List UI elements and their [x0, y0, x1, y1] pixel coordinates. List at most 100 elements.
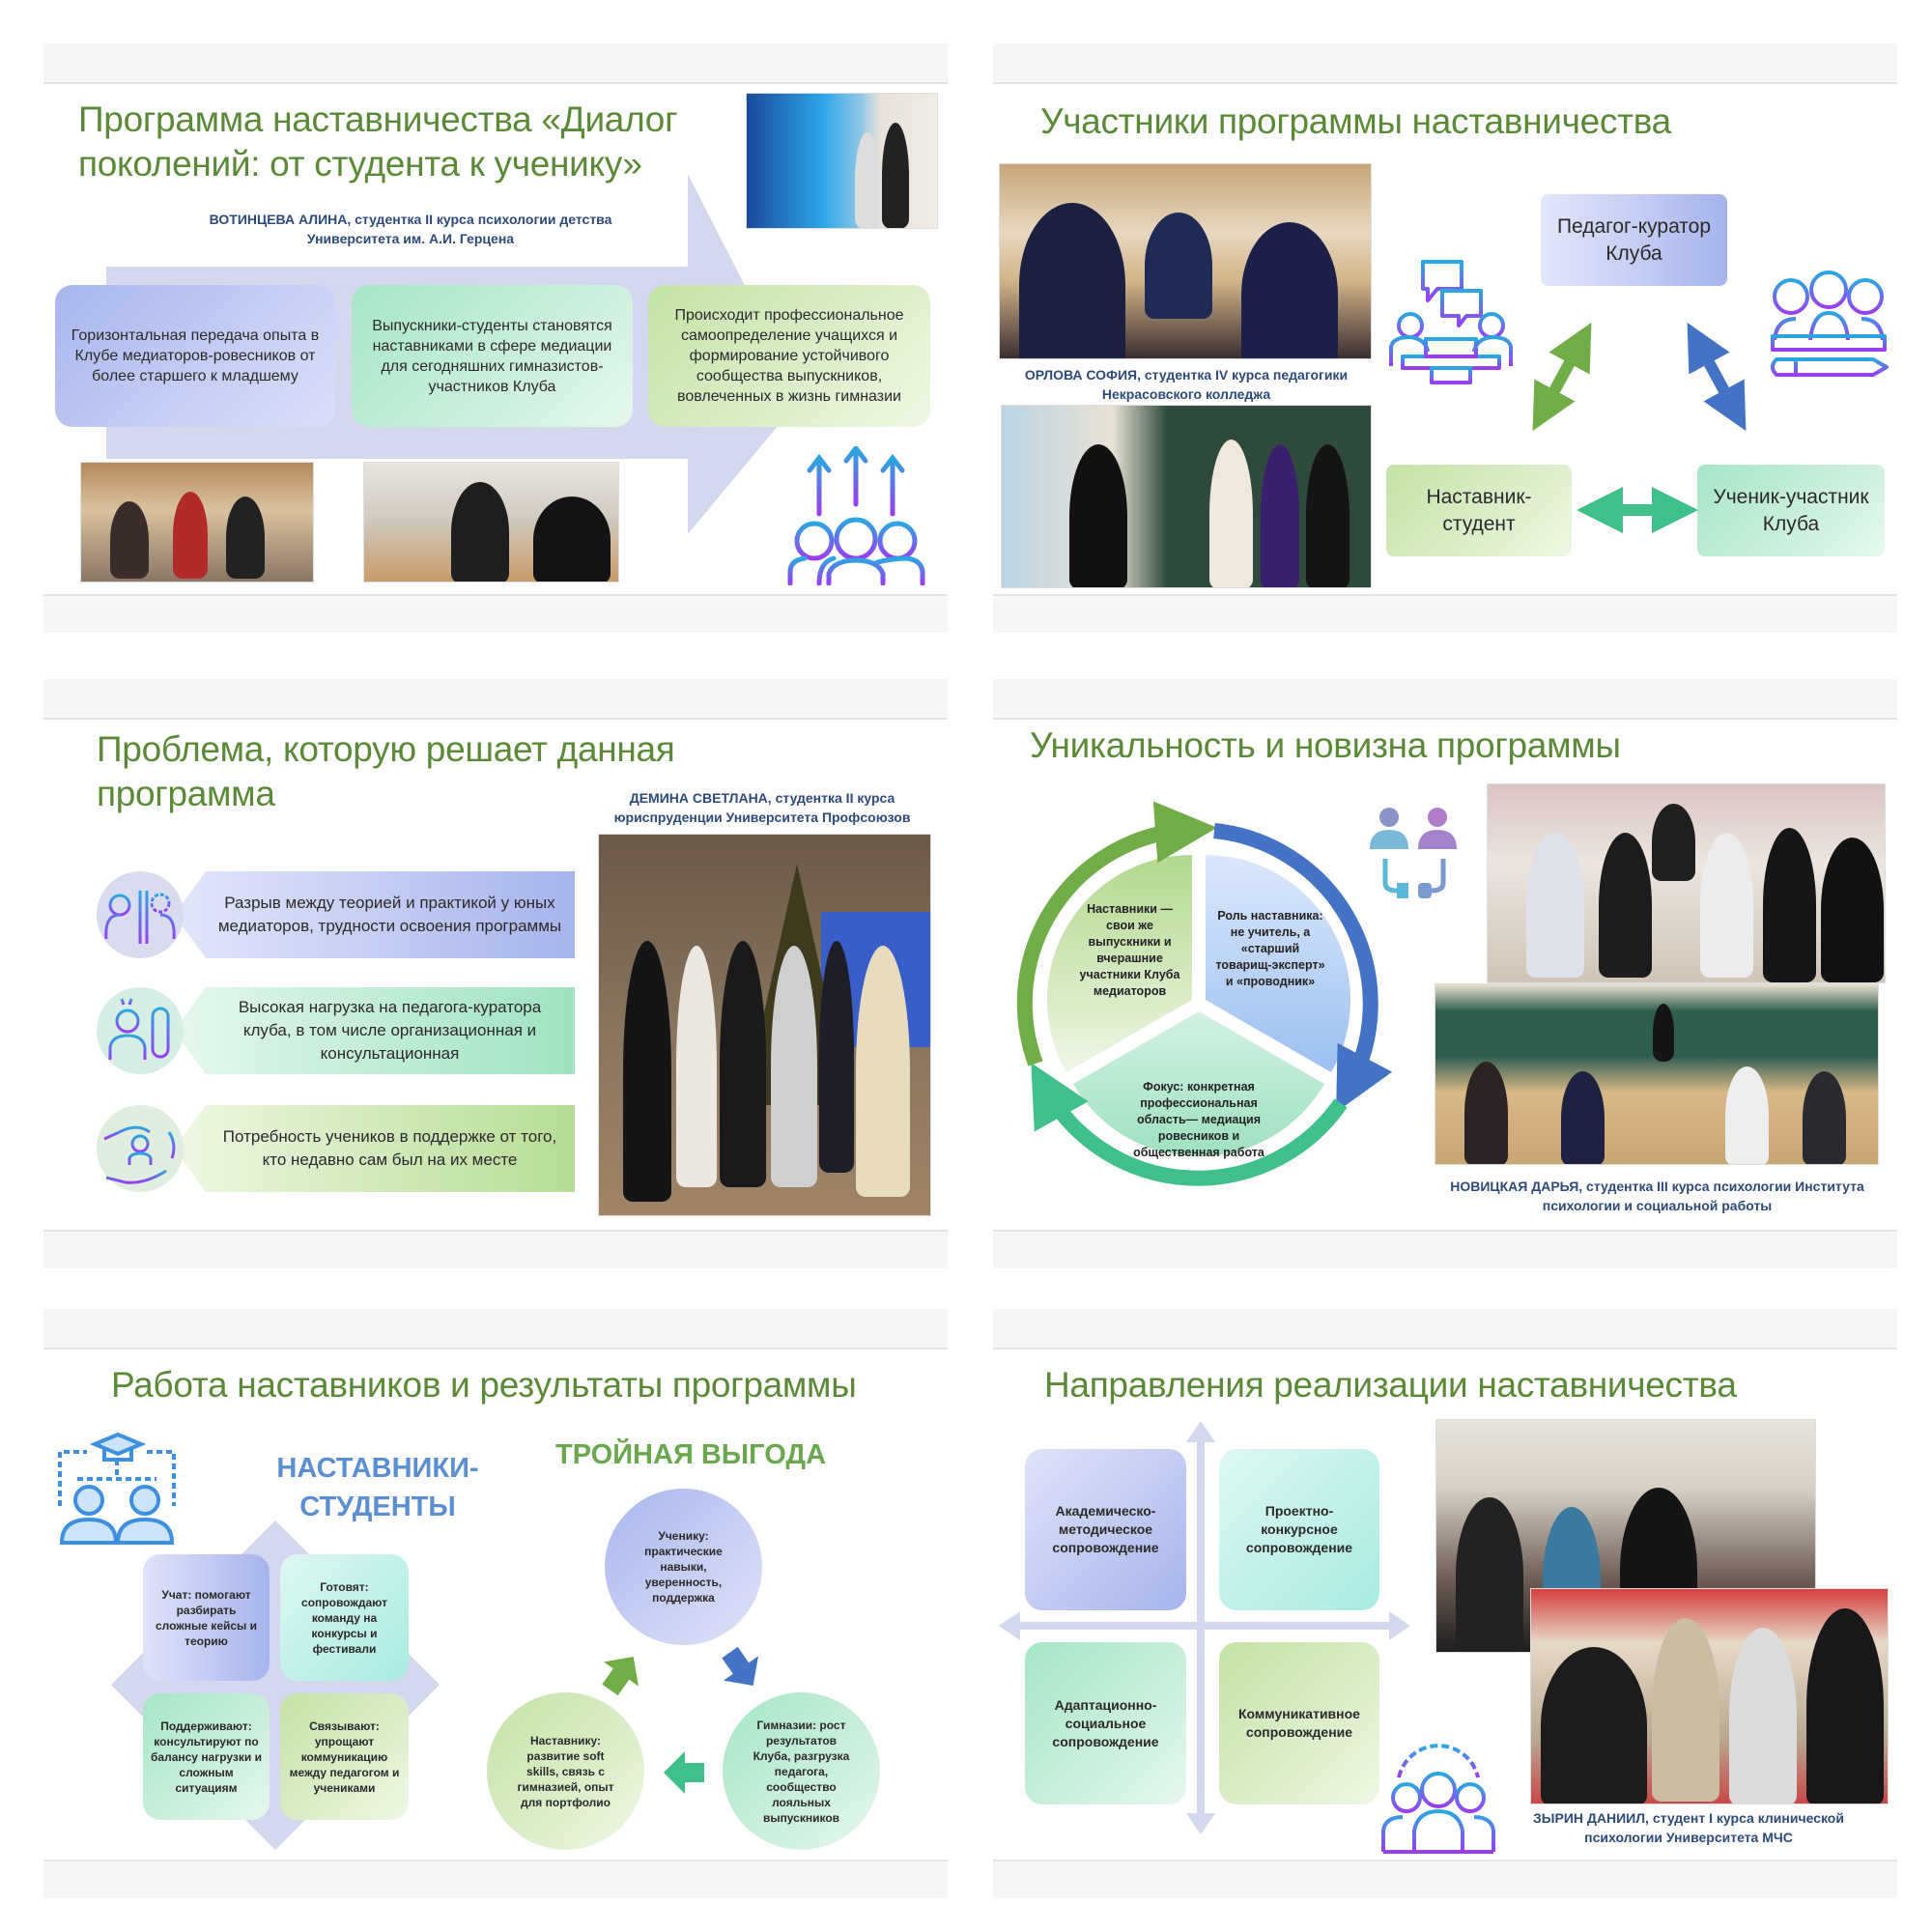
benefit-arrows — [602, 1646, 759, 1794]
problem-item: Потребность учеников в поддержке от того… — [97, 1105, 575, 1192]
caption-line: Некрасовского колледжа — [1101, 386, 1271, 402]
direction-box-project: Проектно-конкурсное сопровождение — [1219, 1449, 1379, 1610]
role-box-student: Ученик-участник Клуба — [1697, 465, 1885, 556]
students-group-icon — [1771, 270, 1889, 377]
heading-line: НАСТАВНИКИ- — [276, 1453, 479, 1484]
slide-uniqueness: Уникальность и новизна программы Наставн… — [993, 679, 1897, 1268]
slide-footer-band — [993, 1860, 1897, 1898]
benefit-circle-student: Ученику: практические навыки, уверенност… — [605, 1489, 762, 1645]
problem-item: Разрыв между теорией и практикой у юных … — [97, 871, 575, 958]
task-box-prepare: Готовят: сопровождают команду на конкурс… — [280, 1554, 409, 1681]
mentors-heading: НАСТАВНИКИ- СТУДЕНТЫ — [246, 1449, 509, 1526]
caption-line: ЗЫРИН ДАНИИЛ, студент I курса клиническо… — [1533, 1810, 1844, 1826]
slide-participants: Участники программы наставничества ОРЛОВ… — [993, 43, 1897, 633]
cycle-sector-focus — [1073, 1011, 1324, 1157]
arrow-teal — [664, 1751, 704, 1794]
author-caption: ВОТИНЦЕВА АЛИНА, студентка II курса псих… — [159, 210, 662, 248]
cycle-sector-role — [1206, 855, 1351, 1072]
slide-footer-band — [43, 1230, 948, 1268]
author-caption: ОРЛОВА СОФИЯ, студентка IV курса педагог… — [993, 365, 1379, 404]
slide-title: Программа наставничества «Диалог поколен… — [78, 98, 678, 186]
title-line: программа — [97, 774, 275, 813]
slide-header-band — [43, 1309, 948, 1350]
problem-text: Разрыв между теорией и практикой у юных … — [174, 871, 575, 958]
task-box-connect: Связывают: упрощают коммуникацию между п… — [280, 1693, 409, 1820]
slide-directions: Направления реализации наставничества Ак… — [993, 1309, 1897, 1898]
task-box-support: Поддерживают: консультируют по балансу н… — [143, 1693, 270, 1820]
cycle-arrow-green — [1016, 801, 1217, 1066]
problem-text: Высокая нагрузка на педагога-куратора кл… — [174, 987, 575, 1074]
photo-blackboard-presentation — [1001, 405, 1372, 588]
support-hand-icon — [97, 1105, 184, 1192]
info-box: Происходит профессиональное самоопределе… — [648, 285, 930, 427]
problem-item: Высокая нагрузка на педагога-куратора кл… — [97, 987, 575, 1074]
photo-classroom-lecture — [1435, 983, 1879, 1165]
direction-box-communication: Коммуникативное сопровождение — [1219, 1642, 1379, 1804]
photo-classroom-girls — [999, 163, 1372, 359]
slide-footer-band — [43, 594, 948, 633]
photo-group-circle — [80, 462, 314, 582]
task-box-teach: Учат: помогают разбирать сложные кейсы и… — [143, 1554, 270, 1681]
cycle-text-role: Роль наставника: не учитель, а «старший … — [1215, 909, 1325, 988]
direction-box-adaptation: Адаптационно-социальное сопровождение — [1025, 1642, 1186, 1804]
quadrant-axes — [999, 1421, 1410, 1834]
author-caption: НОВИЦКАЯ ДАРЬЯ, студентка III курса псих… — [1428, 1177, 1887, 1215]
graduate-mentors-icon — [58, 1432, 176, 1545]
cycle-arrow-blue — [1213, 823, 1393, 1113]
title-line: Программа наставничества «Диалог — [78, 99, 678, 139]
slide-header-band — [43, 679, 948, 720]
cycle-sector-mentors — [1046, 855, 1192, 1072]
title-line: Проблема, которую решает данная — [97, 729, 675, 769]
direction-box-academic: Академическо-методическое сопровождение — [1025, 1449, 1186, 1610]
info-box: Горизонтальная передача опыта в Клубе ме… — [55, 285, 335, 427]
author-caption: ДЕМИНА СВЕТЛАНА, студентка II курса юрис… — [590, 788, 934, 827]
problem-text: Потребность учеников в поддержке от того… — [174, 1105, 575, 1192]
author-caption: ЗЫРИН ДАНИИЛ, студент I курса клиническо… — [1486, 1808, 1891, 1847]
benefit-circle-school: Гимназии: рост результатов Клуба, разгру… — [723, 1692, 880, 1850]
consultation-icon — [1389, 260, 1513, 384]
slide-footer-band — [43, 1860, 948, 1898]
role-box-mentor: Наставник-студент — [1386, 465, 1572, 556]
arrow-green — [602, 1656, 639, 1696]
slide-header-band — [993, 679, 1897, 720]
slide-title: Участники программы наставничества — [1040, 101, 1671, 141]
slide-title: Проблема, которую решает данная программ… — [97, 727, 675, 816]
growth-people-icon — [787, 446, 925, 585]
photo-presentation — [746, 93, 938, 229]
heading-line: СТУДЕНТЫ — [299, 1492, 456, 1522]
connected-people-icon — [1370, 808, 1457, 898]
relationship-arrows — [1532, 322, 1747, 533]
caption-line: психологии и социальной работы — [1542, 1198, 1773, 1213]
arrow-blue — [722, 1646, 759, 1687]
photo-desk-work — [363, 462, 619, 582]
slide-mentor-results: Работа наставников и результаты программ… — [43, 1309, 948, 1898]
caption-line: ВОТИНЦЕВА АЛИНА, студентка II курса псих… — [209, 212, 612, 227]
caption-line: НОВИЦКАЯ ДАРЬЯ, студентка III курса псих… — [1450, 1179, 1864, 1194]
slide-title: Уникальность и новизна программы — [1030, 725, 1621, 765]
idea-gear-icon — [97, 871, 184, 958]
slide-header-band — [43, 43, 948, 84]
photo-mentor-with-students — [1530, 1588, 1889, 1804]
role-box-curator: Педагог-куратор Клуба — [1541, 194, 1727, 286]
slide-header-band — [993, 43, 1897, 84]
photo-christmas-group — [598, 834, 931, 1216]
slide-title: Работа наставников и результаты программ… — [111, 1365, 857, 1405]
slide-title: Направления реализации наставничества — [1044, 1365, 1737, 1405]
cycle-arrow-teal — [1031, 1063, 1348, 1186]
caption-line: ДЕМИНА СВЕТЛАНА, студентка II курса — [629, 790, 895, 806]
slide-problem: Проблема, которую решает данная программ… — [43, 679, 948, 1268]
caption-line: юриспруденции Университета Профсоюзов — [613, 810, 911, 825]
info-box: Выпускники-студенты становятся наставник… — [352, 285, 633, 427]
arrow-curator-student — [1687, 322, 1747, 432]
slide-footer-band — [993, 1230, 1897, 1268]
team-ideas-icon — [1381, 1744, 1495, 1854]
photo-group-seated — [1487, 783, 1886, 983]
caption-line: ОРЛОВА СОФИЯ, студентка IV курса педагог… — [1024, 367, 1349, 383]
cycle-diagram — [1016, 801, 1393, 1186]
cycle-text-focus: Фокус: конкретная профессиональная облас… — [1133, 1080, 1264, 1159]
benefit-circle-mentor: Наставнику: развитие soft skills, связь … — [487, 1692, 644, 1850]
stressed-person-icon — [97, 987, 184, 1074]
caption-line: Университета им. А.И. Герцена — [306, 231, 515, 246]
arrow-curator-mentor — [1532, 322, 1592, 432]
cycle-text-mentors: Наставники — свои же выпускники и вчераш… — [1079, 902, 1180, 998]
